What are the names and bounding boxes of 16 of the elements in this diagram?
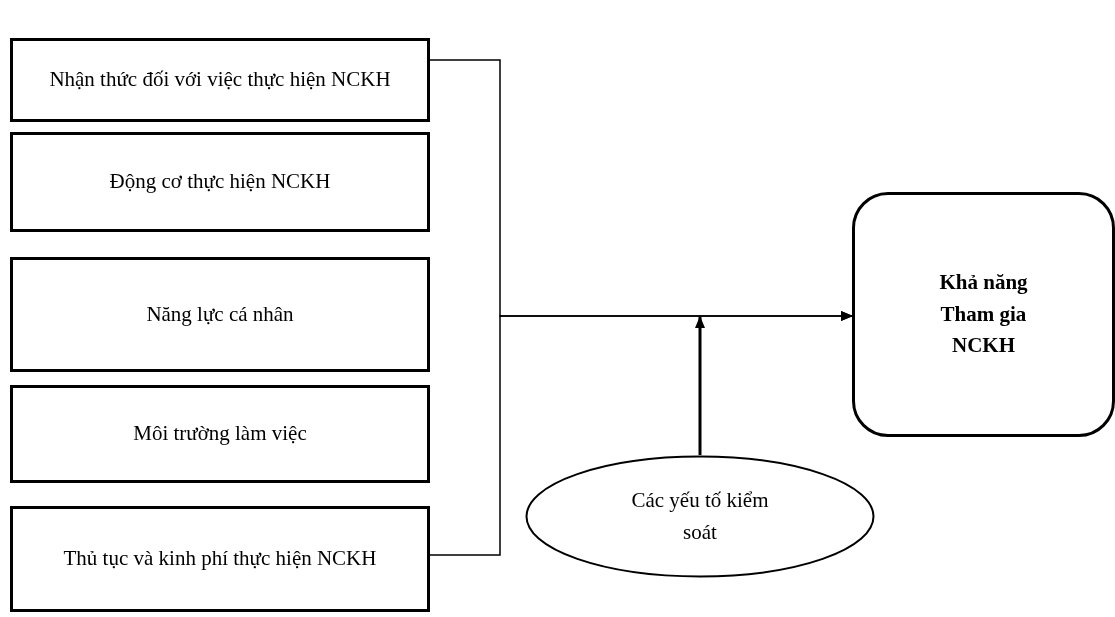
node-label: Thủ tục và kinh phí thực hiện NCKH	[63, 545, 377, 573]
node-label: Các yếu tố kiểm soát	[630, 487, 770, 546]
factor-box	[10, 257, 430, 372]
node-label: Năng lực cá nhân	[146, 300, 294, 328]
control-factor-ellipse	[525, 455, 875, 578]
factor-box	[10, 132, 430, 232]
connector-arrow	[429, 311, 853, 556]
outcome-box	[852, 192, 1115, 437]
factor-box	[10, 506, 430, 612]
node-label: Môi trường làm việc	[133, 420, 307, 448]
factor-box	[10, 38, 430, 122]
factor-box	[10, 385, 430, 483]
node-label: Khả năng Tham gia NCKH	[938, 269, 1029, 360]
connector-arrow	[695, 316, 705, 455]
node-label: Nhận thức đối với việc thực hiện NCKH	[49, 66, 391, 94]
node-label: Động cơ thực hiện NCKH	[109, 168, 331, 196]
